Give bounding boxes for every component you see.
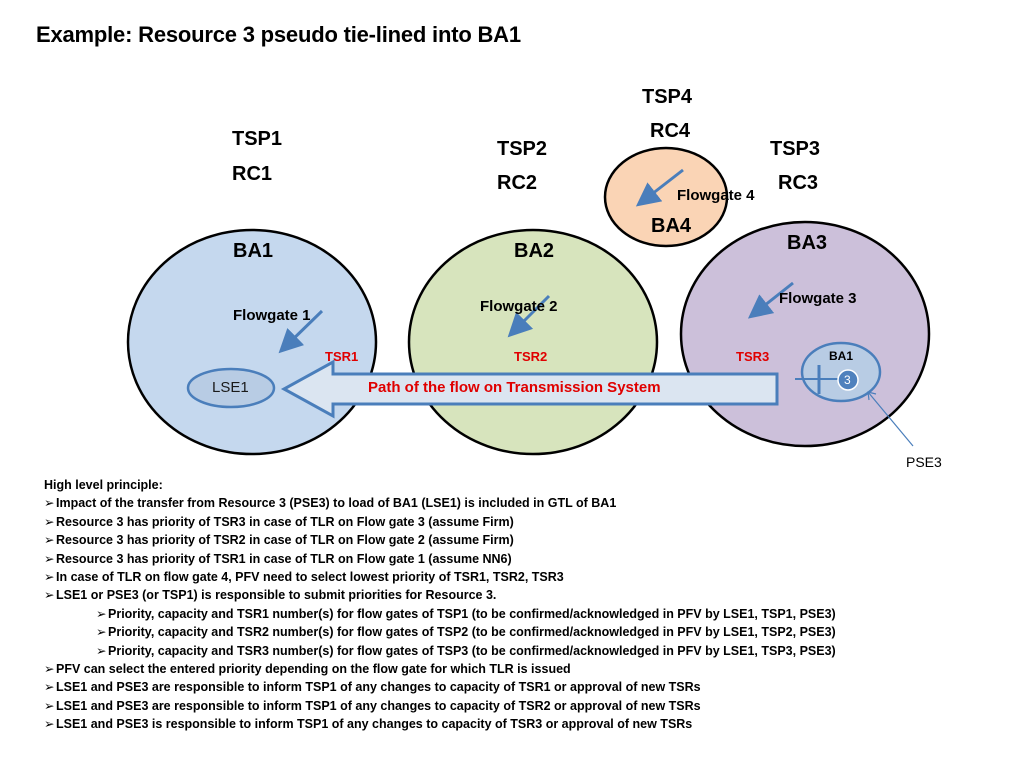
flowgate-3-arrow xyxy=(747,281,794,319)
bullet-item: ➢LSE1 and PSE3 are responsible to inform… xyxy=(44,697,1004,715)
flow-path-arrow xyxy=(280,359,779,419)
rc4-label: RC4 xyxy=(650,120,691,142)
bullet-arrow-icon: ➢ xyxy=(44,662,55,677)
bullet-arrow-icon: ➢ xyxy=(44,717,55,732)
ba3-label: BA3 xyxy=(787,232,828,254)
rc3-label: RC3 xyxy=(778,172,819,194)
flowgate-3-label: Flowgate 3 xyxy=(779,290,857,307)
tsr3-label: TSR3 xyxy=(736,349,770,364)
pse3-pointer-head xyxy=(867,391,877,401)
bullet-arrow-icon: ➢ xyxy=(96,643,107,658)
bullet-arrow-icon: ➢ xyxy=(96,625,107,640)
resource-3-node xyxy=(837,369,859,391)
sub-bullet-item: ➢Priority, capacity and TSR2 number(s) f… xyxy=(44,623,1004,641)
bullet-arrow-icon: ➢ xyxy=(44,533,55,548)
sub-bullet-item: ➢Priority, capacity and TSR1 number(s) f… xyxy=(44,605,1004,623)
tsp3-label: TSP3 xyxy=(770,138,821,160)
tsp4-label: TSP4 xyxy=(642,86,693,108)
resource-3-number: 3 xyxy=(844,373,851,387)
ba3-circle xyxy=(679,220,931,448)
flowgate-4-label: Flowgate 4 xyxy=(677,187,755,204)
ba1-circle xyxy=(126,228,378,456)
slide-title: Example: Resource 3 pseudo tie-lined int… xyxy=(36,22,521,47)
bullet-arrow-icon: ➢ xyxy=(44,496,55,511)
ba1-label: BA1 xyxy=(233,240,274,262)
flow-path-label: Path of the flow on Transmission System xyxy=(368,379,661,396)
bullet-arrow-icon: ➢ xyxy=(44,588,55,603)
bullet-item: ➢Impact of the transfer from Resource 3 … xyxy=(44,494,1004,512)
bullet-item: ➢LSE1 and PSE3 are responsible to inform… xyxy=(44,678,1004,696)
lse1-label: LSE1 xyxy=(212,379,249,396)
bullet-item: ➢Resource 3 has priority of TSR2 in case… xyxy=(44,531,1004,549)
notes-heading: High level principle: xyxy=(44,478,163,492)
ba2-label: BA2 xyxy=(514,240,555,262)
bullet-item: ➢PFV can select the entered priority dep… xyxy=(44,660,1004,678)
flowgate-2-label: Flowgate 2 xyxy=(480,298,558,315)
tsr1-label: TSR1 xyxy=(325,349,359,364)
bullet-arrow-icon: ➢ xyxy=(44,514,55,529)
tsp2-label: TSP2 xyxy=(497,138,548,160)
bullet-item: ➢In case of TLR on flow gate 4, PFV need… xyxy=(44,568,1004,586)
ba2-circle xyxy=(407,228,659,456)
bullet-arrow-icon: ➢ xyxy=(44,698,55,713)
ba4-circle xyxy=(603,146,729,248)
bullet-item: ➢LSE1 and PSE3 is responsible to inform … xyxy=(44,715,1004,733)
bullet-arrow-icon: ➢ xyxy=(44,680,55,695)
flowgate-4-arrow xyxy=(635,168,684,207)
bullet-item: ➢Resource 3 has priority of TSR3 in case… xyxy=(44,513,1004,531)
bullet-arrow-icon: ➢ xyxy=(44,551,55,566)
tsr2-label: TSR2 xyxy=(514,349,548,364)
pse3-label: PSE3 xyxy=(906,454,942,470)
flowgate-2-arrow xyxy=(507,294,551,338)
pse3-pointer xyxy=(867,391,914,447)
tsp1-label: TSP1 xyxy=(232,128,283,150)
rc2-label: RC2 xyxy=(497,172,538,194)
sub-bullet-item: ➢Priority, capacity and TSR3 number(s) f… xyxy=(44,642,1004,660)
lse1-oval xyxy=(186,367,276,409)
bullet-item: ➢LSE1 or PSE3 (or TSP1) is responsible t… xyxy=(44,586,1004,604)
flowgate-1-label: Flowgate 1 xyxy=(233,307,311,324)
principles-notes: High level principle: ➢Impact of the tra… xyxy=(44,476,1004,734)
rc1-label: RC1 xyxy=(232,163,273,185)
bullet-item: ➢Resource 3 has priority of TSR1 in case… xyxy=(44,550,1004,568)
bullet-arrow-icon: ➢ xyxy=(96,606,107,621)
bullet-arrow-icon: ➢ xyxy=(44,570,55,585)
inner-ba1-label: BA1 xyxy=(829,349,854,363)
flowgate-1-arrow xyxy=(278,309,324,354)
ba4-label: BA4 xyxy=(651,215,692,237)
